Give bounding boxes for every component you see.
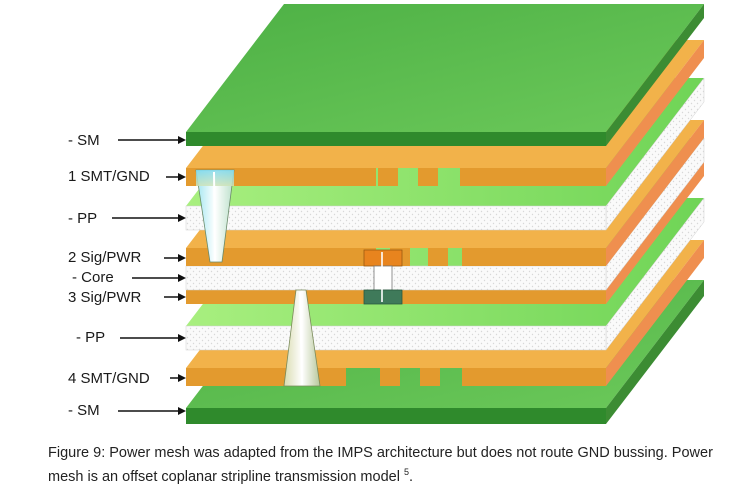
caption-end: . — [408, 468, 414, 485]
svg-text:- PP: - PP — [76, 329, 105, 346]
svg-text:4 SMT/GND: 4 SMT/GND — [68, 370, 150, 387]
via-top-tapered — [195, 169, 235, 263]
label-sm-bottom: - SM — [68, 402, 186, 419]
svg-text:- Core: - Core — [72, 269, 114, 286]
label-pp-1: - PP — [68, 210, 186, 227]
svg-text:- SM: - SM — [68, 132, 100, 149]
svg-text:2 Sig/PWR: 2 Sig/PWR — [68, 249, 142, 266]
label-sig-pwr-2: 2 Sig/PWR — [68, 249, 186, 266]
via-bottom-tapered — [283, 289, 321, 387]
label-sm-top: - SM — [68, 132, 186, 149]
label-pp-2: - PP — [76, 329, 186, 346]
label-smt-gnd-4: 4 SMT/GND — [68, 370, 186, 387]
svg-text:1 SMT/GND: 1 SMT/GND — [68, 168, 150, 185]
soldermask-top — [186, 4, 704, 146]
caption-text: Figure 9: Power mesh was adapted from th… — [48, 445, 713, 485]
label-smt-gnd-1: 1 SMT/GND — [68, 168, 186, 185]
svg-text:3 Sig/PWR: 3 Sig/PWR — [68, 289, 142, 306]
pcb-stackup-diagram: - SM 1 SMT/GND - PP 2 Sig/PWR - Core 3 S… — [68, 4, 705, 424]
label-core: - Core — [72, 269, 186, 286]
figure-caption: Figure 9: Power mesh was adapted from th… — [48, 444, 728, 487]
via-buried — [363, 249, 403, 305]
svg-text:- PP: - PP — [68, 210, 97, 227]
svg-text:- SM: - SM — [68, 402, 100, 419]
caption-footnote: 5 — [403, 467, 409, 477]
label-sig-pwr-3: 3 Sig/PWR — [68, 289, 186, 306]
